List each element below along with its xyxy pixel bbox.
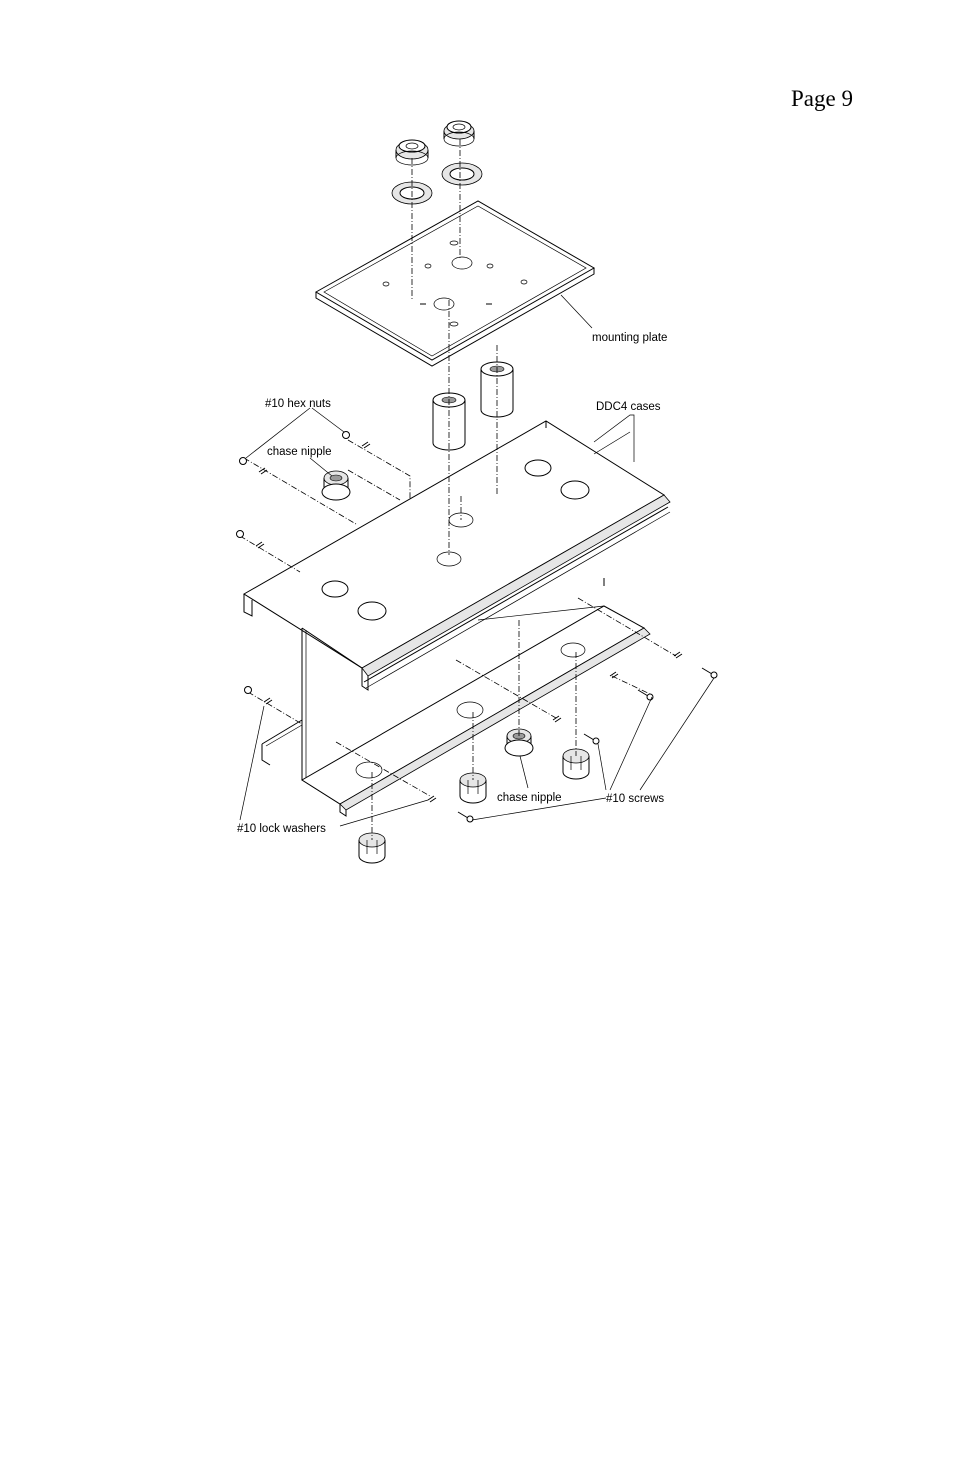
label-chase-nipple-top: chase nipple	[267, 446, 332, 458]
ddc4-case-lower	[261, 605, 651, 817]
hardware-lock-washers	[255, 441, 683, 803]
label-mounting-plate: mounting plate	[592, 332, 667, 344]
top-locknut-left	[395, 139, 429, 166]
chase-nipple-top	[321, 470, 351, 501]
mounting-plate	[314, 200, 596, 367]
label-hex-nuts: #10 hex nuts	[265, 398, 331, 410]
assembly-center-lines	[239, 139, 677, 840]
label-screws: #10 screws	[606, 793, 664, 805]
label-ddc4-cases: DDC4 cases	[596, 401, 661, 413]
leader-lines	[239, 294, 715, 827]
label-chase-nipple-bottom: chase nipple	[497, 792, 562, 804]
bottom-locknut-3	[358, 832, 386, 864]
ddc4-case-upper	[243, 420, 671, 805]
bottom-locknut-1	[459, 772, 487, 804]
hardware-hex-nuts	[236, 431, 350, 694]
label-lock-washers: #10 lock washers	[237, 823, 326, 835]
hardware-screws	[457, 667, 718, 823]
top-washer-right	[441, 162, 483, 186]
top-locknut-right	[443, 120, 475, 147]
page-number: Page 9	[791, 86, 853, 111]
